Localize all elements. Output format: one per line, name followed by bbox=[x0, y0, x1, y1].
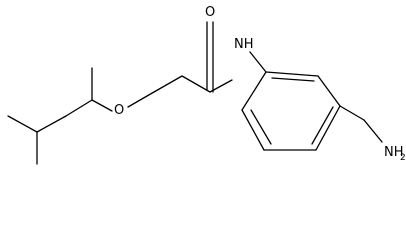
bond-o-ch2 bbox=[127, 91, 155, 108]
bond-carbonyl-n bbox=[209, 79, 233, 93]
oxygen-carbonyl-label: O bbox=[205, 5, 215, 20]
oxygen-ether-label: O bbox=[114, 103, 124, 118]
bond-ch2-carbonyl bbox=[181, 75, 211, 93]
bond-ch-ch2 bbox=[36, 115, 67, 133]
ring-bond-6 bbox=[241, 71, 267, 111]
nitrogen-amide-label: NH bbox=[234, 37, 254, 52]
bond-ch-o bbox=[91, 99, 113, 112]
ring-bond-3 bbox=[315, 105, 341, 151]
ring-bond-1 bbox=[265, 71, 319, 77]
bond-ch2-ch bbox=[65, 99, 93, 117]
ring-bond-5-inner bbox=[250, 109, 272, 145]
amine-subscript: 2 bbox=[400, 153, 406, 163]
amine-label: NH bbox=[384, 145, 404, 160]
ring-bond-2 bbox=[317, 75, 341, 107]
molecule-structure: O NH O NH 2 bbox=[7, 5, 406, 165]
bonds bbox=[7, 21, 383, 165]
bond-ch2-nh2 bbox=[363, 119, 383, 143]
bond-ch2-ch2 bbox=[153, 75, 183, 93]
bond-ch3-a bbox=[7, 115, 38, 133]
ring-bond-1-inner bbox=[271, 77, 315, 82]
atom-labels: O NH O NH 2 bbox=[114, 5, 406, 163]
ring-bond-5 bbox=[241, 109, 265, 151]
bond-ring-ch2 bbox=[339, 105, 365, 121]
bond-n-ring bbox=[249, 51, 267, 73]
structure-canvas: O NH O NH 2 bbox=[7, 5, 406, 165]
ring-bond-3-inner bbox=[311, 106, 334, 145]
